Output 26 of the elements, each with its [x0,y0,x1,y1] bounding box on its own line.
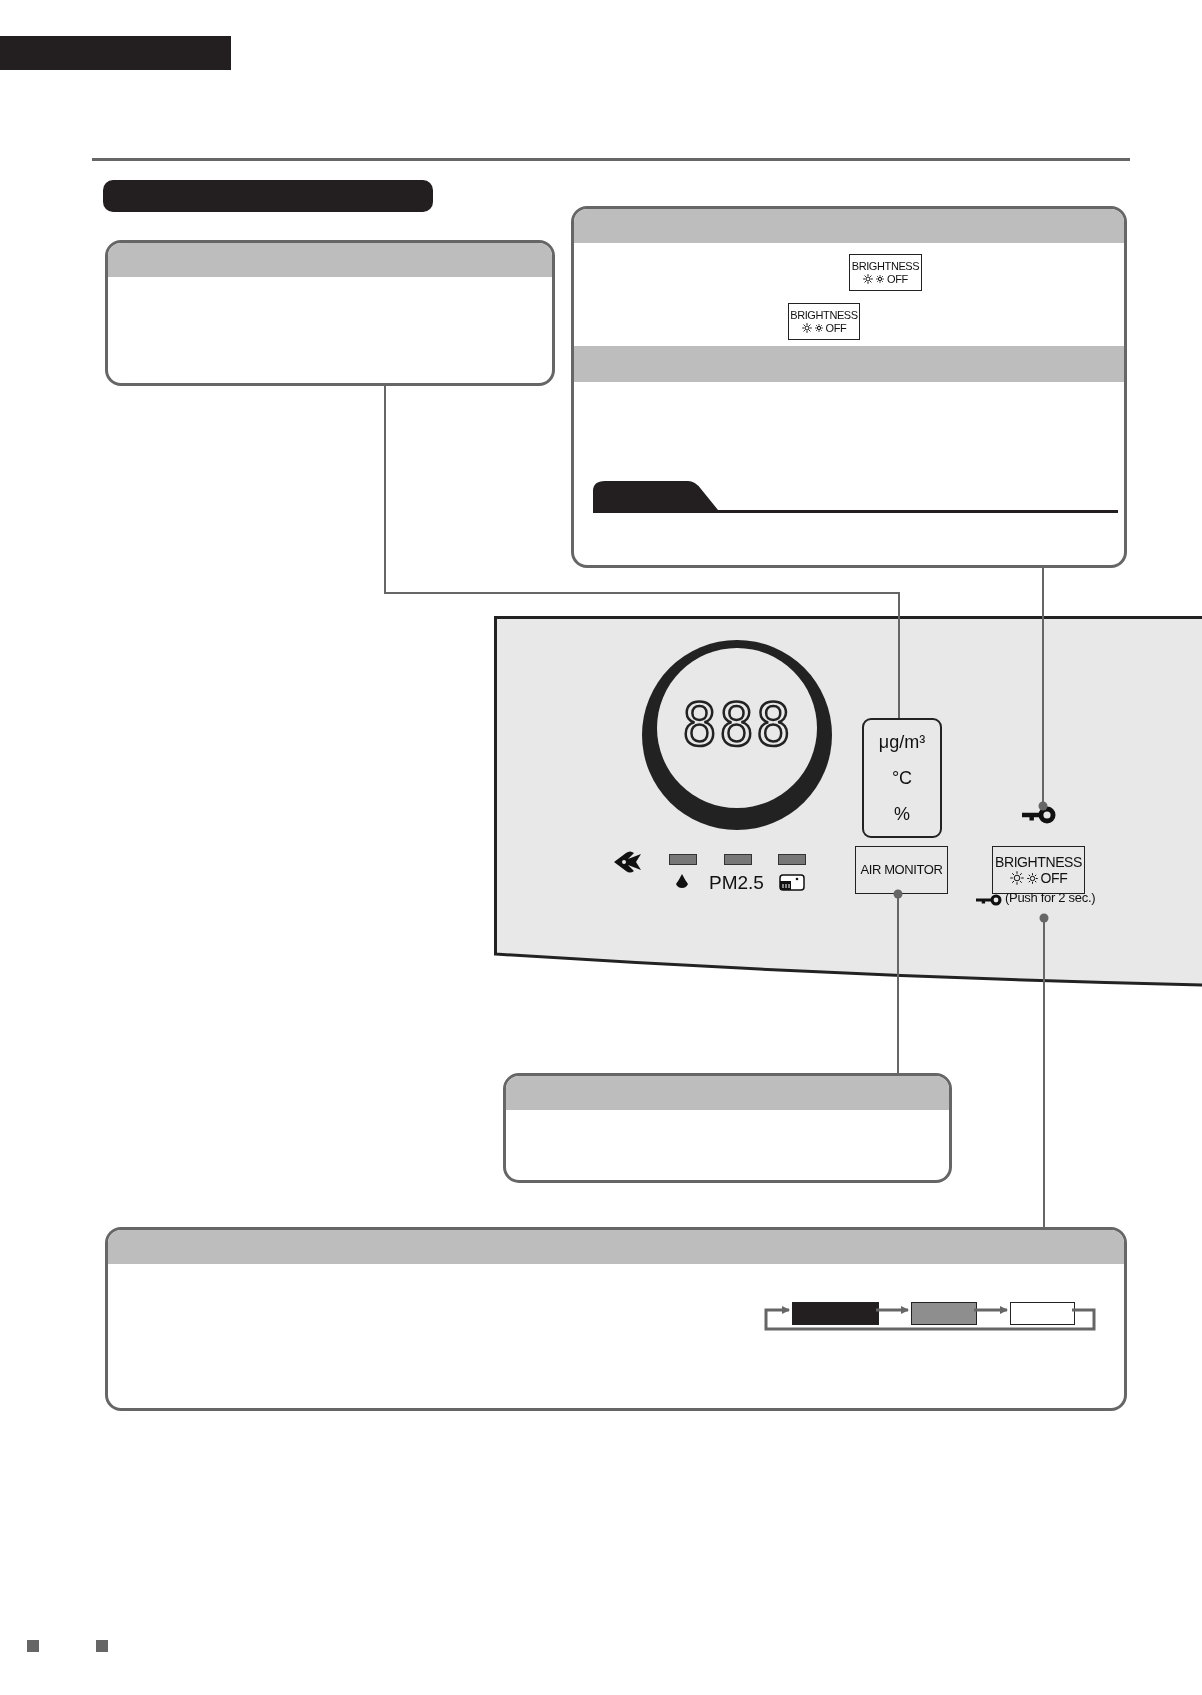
leader-line [1038,567,1048,811]
callout-box [571,206,1127,568]
indicator-label: PM2.5 [709,872,764,894]
arrow [876,1306,909,1314]
unit-label: °C [891,767,913,789]
panel-button: BRIGHTNESS OFF [788,303,860,340]
digit-display: 888 [682,694,793,756]
leader-line [893,889,903,1074]
unit-label: μg/m³ [878,731,926,753]
level-bar [792,1302,879,1325]
unit-indicator-box [862,718,942,838]
unit-label: % [894,803,910,825]
callout-box [105,1227,1127,1411]
arrow [974,1306,1008,1314]
panel-button: BRIGHTNESS OFF [849,254,922,291]
arrow [764,1306,1096,1331]
callout-box [503,1073,952,1183]
level-bar [1010,1302,1075,1325]
panel-button: BRIGHTNESS OFF [992,846,1085,894]
leader-line [1039,913,1049,1228]
panel-button: AIR MONITOR [855,846,948,894]
control-panel [494,616,1202,987]
callout-box [105,240,555,386]
level-bar [911,1302,977,1325]
section-heading-bar [103,180,433,212]
leader-line [384,385,900,719]
